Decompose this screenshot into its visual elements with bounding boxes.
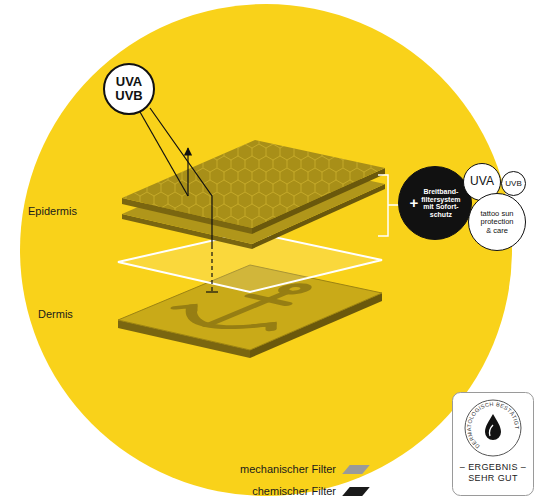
anchor-stock bbox=[250, 296, 287, 304]
node-content: UVA UVB bbox=[115, 75, 142, 104]
hex-texture bbox=[122, 140, 385, 228]
badge-frame bbox=[453, 393, 534, 496]
legend-swatch bbox=[342, 487, 370, 496]
node-text: + bbox=[409, 195, 418, 212]
legend-row: mechanischer Filter bbox=[150, 458, 380, 480]
badge-arc-path-text: DERMATOLOGISCH BESTÄTIGT bbox=[466, 401, 520, 450]
info-circle: +Breitband-filtersystem mit Sofort-schut… bbox=[398, 166, 472, 240]
anchor-arm bbox=[168, 306, 271, 334]
node-content: UVB bbox=[505, 179, 521, 188]
reflected-ray bbox=[187, 148, 188, 196]
badge-arc-text: DERMATOLOGISCH BESTÄTIGT bbox=[466, 401, 520, 450]
circle-outline bbox=[502, 172, 526, 196]
epidermis-plate bbox=[122, 140, 385, 228]
legend-text: chemischer Filter bbox=[252, 485, 336, 497]
badge-result-text: – ERGEBNIS – SEHR GUT bbox=[458, 462, 528, 485]
leader-line bbox=[140, 112, 188, 196]
leader-line bbox=[150, 108, 212, 245]
circle-outline bbox=[104, 64, 154, 114]
anchor-fluke bbox=[176, 304, 279, 329]
legend-text: mechanischer Filter bbox=[240, 463, 336, 475]
node-text: UVB bbox=[505, 179, 521, 188]
legend-row: chemischer Filter bbox=[150, 480, 380, 501]
legend: mechanischer Filter chemischer Filter bbox=[150, 458, 380, 501]
circle-outline bbox=[399, 167, 472, 240]
yellow-disc bbox=[20, 4, 512, 496]
legend-swatch bbox=[342, 465, 370, 474]
node-text: UVA bbox=[470, 175, 494, 188]
info-circle: UVA UVB bbox=[103, 63, 155, 115]
node-content: +Breitband-filtersystem mit Sofort-schut… bbox=[409, 188, 460, 219]
circle-outline bbox=[469, 194, 526, 251]
layer-label: Dermis bbox=[38, 308, 73, 320]
badge-result: – ERGEBNIS – SEHR GUT bbox=[452, 462, 534, 485]
ray-stop bbox=[206, 291, 218, 292]
bracket bbox=[378, 175, 388, 236]
certification-badge: DERMATOLOGISCH BESTÄTIGT – ERGEBNIS – SEH… bbox=[452, 392, 534, 496]
drop-highlight bbox=[489, 425, 493, 436]
info-circle: UVB bbox=[501, 171, 526, 196]
layer-label: Epidermis bbox=[28, 205, 77, 217]
node-text: Breitband-filtersystem mit Sofort-schutz bbox=[421, 188, 460, 219]
node-text: UVA UVB bbox=[115, 75, 142, 104]
absorbed-ray bbox=[211, 245, 212, 292]
node-content: UVA bbox=[470, 175, 494, 188]
anchor-shank bbox=[208, 292, 287, 325]
node-text: tattoo sun protection & care bbox=[481, 210, 514, 235]
node-content: tattoo sun protection & care bbox=[481, 210, 514, 235]
info-circle: tattoo sun protection & care bbox=[468, 193, 526, 251]
badge-ring bbox=[465, 400, 521, 456]
drop-icon bbox=[485, 414, 501, 440]
